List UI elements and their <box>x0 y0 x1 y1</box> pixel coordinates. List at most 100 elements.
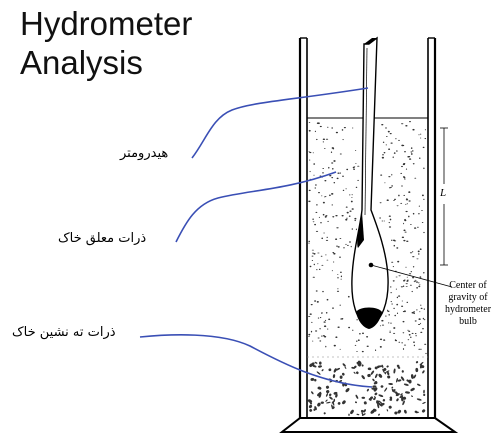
settled-particle <box>318 391 322 394</box>
suspended-particle <box>406 240 409 242</box>
suspended-particle <box>356 340 358 342</box>
suspended-particle <box>354 149 357 151</box>
suspended-particle <box>381 220 383 222</box>
suspended-particle <box>417 323 421 326</box>
suspended-particle <box>308 333 311 336</box>
suspended-particle <box>331 147 334 149</box>
suspended-particle <box>339 238 342 240</box>
suspended-particle <box>362 332 364 335</box>
suspended-particle <box>323 321 326 323</box>
settled-particle <box>356 371 359 375</box>
suspended-particle <box>413 281 416 283</box>
suspended-particle <box>398 275 401 277</box>
settled-particle <box>311 362 315 366</box>
settled-particle <box>410 374 414 379</box>
suspended-particle <box>412 150 414 152</box>
suspended-particle <box>309 159 311 161</box>
suspended-particle <box>419 284 421 286</box>
suspended-particle <box>402 311 405 313</box>
suspended-particle <box>423 308 425 310</box>
suspended-particle <box>394 314 396 317</box>
suspended-particle <box>319 317 322 319</box>
settled-particle <box>317 386 322 390</box>
suspended-particle <box>347 295 350 298</box>
suspended-particle <box>332 261 335 263</box>
suspended-particle <box>385 315 387 317</box>
settled-particle <box>415 411 420 414</box>
suspended-particle <box>335 131 339 134</box>
suspended-particle <box>389 218 392 221</box>
suspended-particle <box>309 313 312 315</box>
suspended-particle <box>345 243 347 245</box>
settled-particle <box>331 406 335 410</box>
suspended-particle <box>395 276 398 278</box>
suspended-particle <box>425 352 427 355</box>
suspended-particle <box>393 307 395 310</box>
suspended-particle <box>403 279 406 281</box>
suspended-particle <box>401 236 405 239</box>
suspended-particle <box>412 276 415 279</box>
settled-particle <box>415 367 419 373</box>
settled-particle <box>329 396 333 400</box>
title-line-2: Analysis <box>20 44 143 81</box>
settled-particle <box>342 363 346 367</box>
suspended-particle <box>402 320 405 323</box>
suspended-particle <box>412 128 415 131</box>
suspended-particle <box>420 304 422 306</box>
suspended-particle <box>413 344 416 347</box>
suspended-particle <box>381 319 384 322</box>
length-L-label-gap <box>439 184 450 204</box>
suspended-particle <box>351 197 353 198</box>
suspended-particle <box>414 320 417 322</box>
settled-particle <box>333 368 337 373</box>
settled-particle <box>309 408 313 412</box>
center-of-gravity-label: Center of gravity of hydrometer bulb <box>438 280 498 328</box>
suspended-particle <box>332 167 334 170</box>
suspended-particle <box>332 216 335 218</box>
suspended-particle <box>401 123 404 125</box>
suspended-particle <box>319 222 323 224</box>
settled-particle <box>313 408 316 411</box>
suspended-particle <box>335 336 338 338</box>
settled-particle <box>378 400 383 404</box>
suspended-particle <box>405 125 408 127</box>
suspended-particle <box>355 228 357 231</box>
suspended-particle <box>308 316 311 318</box>
suspended-particle <box>391 303 393 305</box>
settled-particle <box>384 387 388 392</box>
suspended-particle <box>400 202 403 204</box>
suspended-particle <box>317 317 320 319</box>
settled-particle <box>310 377 315 381</box>
settled-particle <box>353 371 356 374</box>
suspended-particle <box>408 273 412 275</box>
suspended-particle <box>312 276 315 278</box>
suspended-particle <box>416 287 418 289</box>
settled-particle <box>380 402 385 406</box>
suspended-particle <box>418 253 420 255</box>
settled-particle <box>401 370 404 373</box>
settled-particle <box>377 403 380 409</box>
suspended-particle <box>397 260 400 263</box>
suspended-particle <box>379 346 382 348</box>
settled-particle <box>357 363 361 367</box>
settled-particle <box>385 370 390 373</box>
suspended-particle <box>383 220 385 222</box>
settled-particle <box>361 375 365 380</box>
suspended-particle <box>410 224 412 225</box>
settled-particle <box>423 393 426 397</box>
suspended-particle <box>325 254 327 256</box>
suspended-particle <box>393 240 397 242</box>
settled-particle <box>422 401 426 404</box>
settled-particle <box>374 373 378 379</box>
suspended-particle <box>337 172 340 174</box>
settled-particle <box>410 395 414 397</box>
suspended-particle <box>309 151 312 154</box>
suspended-particle <box>312 221 315 223</box>
suspended-particle <box>356 318 358 321</box>
settled-particle <box>395 391 397 394</box>
suspended-particle <box>386 199 389 201</box>
settled-particle <box>378 394 384 397</box>
suspended-particle <box>419 276 422 278</box>
settled-particle <box>348 413 350 417</box>
